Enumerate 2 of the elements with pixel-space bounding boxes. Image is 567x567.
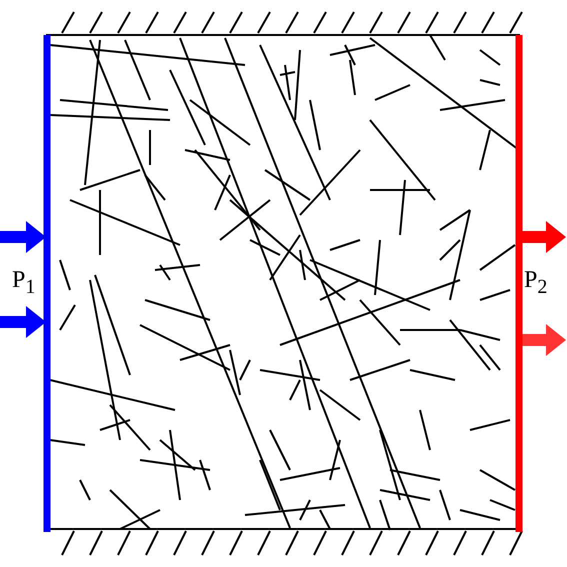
- pressure-label: P$_{1}$: [12, 268, 36, 297]
- pressure-label: P$_{2}$: [524, 268, 548, 297]
